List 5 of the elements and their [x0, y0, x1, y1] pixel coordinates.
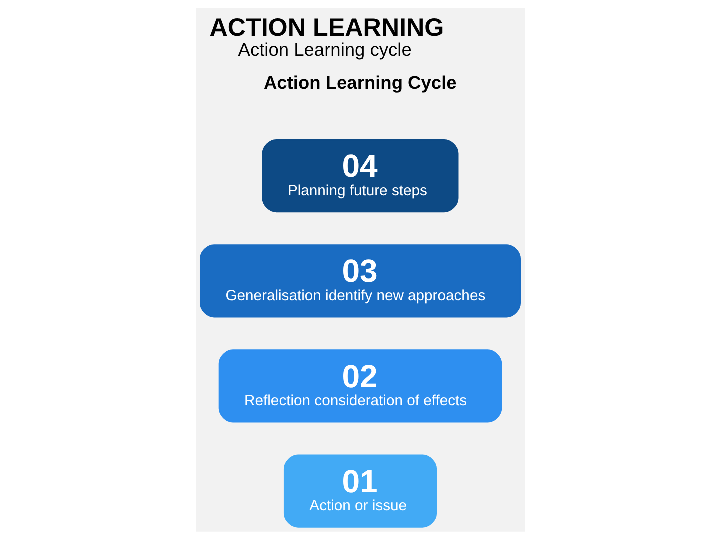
node-box: 01 Action or issue — [283, 454, 437, 528]
node-box: 02 Reflection consideration of effects — [218, 350, 502, 423]
node-box: 04 Planning future steps — [262, 139, 458, 213]
node-box: 03 Generalisation identify new approaches — [200, 244, 520, 318]
label: Action Learning Cycle — [263, 72, 456, 93]
